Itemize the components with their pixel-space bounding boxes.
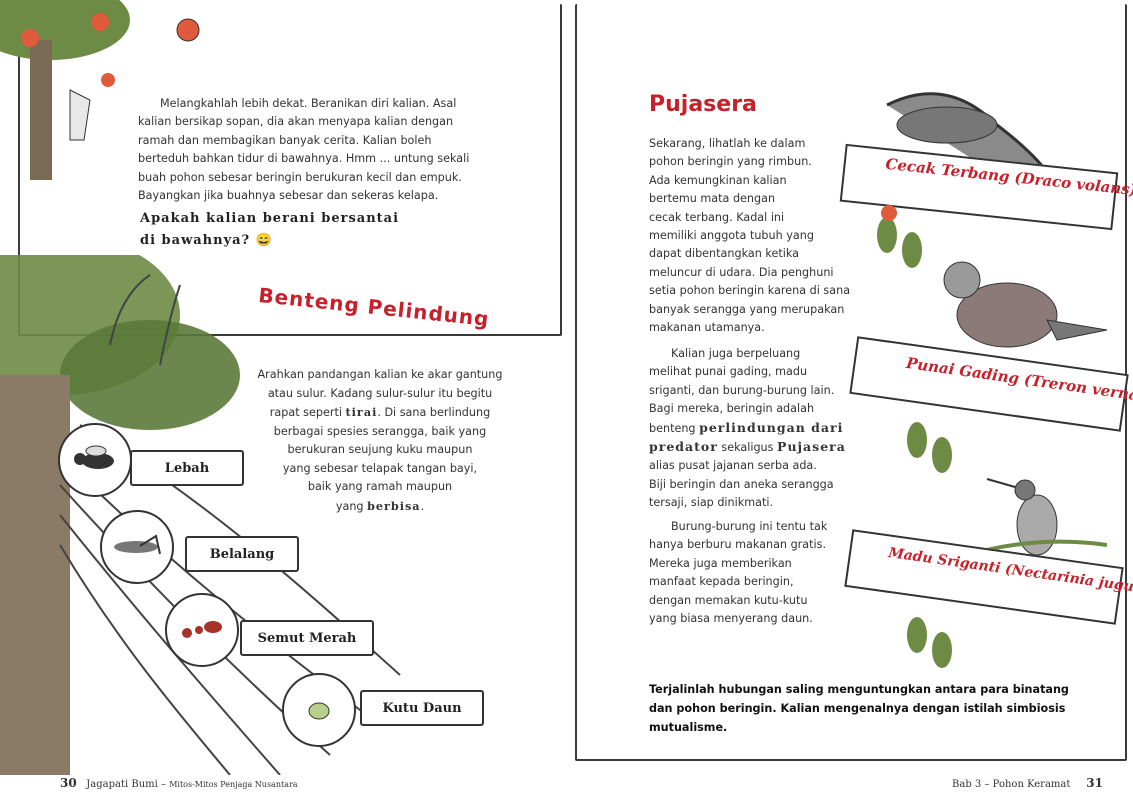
body-line: manfaat kepada beringin, xyxy=(649,575,794,589)
emphasis-berbisa: berbisa xyxy=(367,498,421,513)
body-line: Mereka juga memberikan xyxy=(649,556,792,570)
leaf-branch-icon xyxy=(877,205,922,268)
body-line: yang biasa menyerang daun. xyxy=(649,612,813,626)
question-line-2: di bawahnya? xyxy=(140,233,251,248)
body-line: melihat punai gading, madu xyxy=(649,365,808,379)
grasshopper-circle xyxy=(100,510,174,584)
aphid-icon xyxy=(308,702,330,720)
fruit-icon xyxy=(21,29,39,47)
pujasera-paragraph-1: Sekarang, lihatlah ke dalam pohon bering… xyxy=(649,135,869,337)
conclusion-paragraph: Terjalinlah hubungan saling menguntungka… xyxy=(649,683,1069,734)
emphasis-perlindungan: perlindungan dari xyxy=(699,419,844,435)
fruit-icon xyxy=(176,18,200,42)
body-line: baik yang ramah maupun xyxy=(307,480,453,493)
body-line: pohon beringin yang rimbun. xyxy=(649,155,812,169)
intro-paragraph: Melangkahlah lebih dekat. Beranikan diri… xyxy=(138,95,478,205)
section-heading-pujasera: Pujasera xyxy=(649,92,757,117)
body-line: Arahkan pandangan kalian ke akar gantung xyxy=(257,368,503,381)
left-frame-border xyxy=(18,4,562,336)
smile-emoji-icon: 😄 xyxy=(255,233,273,248)
body-line: banyak serangga yang merupakan xyxy=(649,302,845,316)
body-line: yang sebesar telapak tangan bayi, xyxy=(282,461,478,475)
sunbird-illustration xyxy=(967,478,1107,557)
body-line: tersaji, siap dinikmati. xyxy=(649,496,774,510)
banyan-tree-illustration xyxy=(0,255,401,775)
ant-circle xyxy=(165,593,239,667)
body-line: bertemu mata dengan xyxy=(649,192,776,206)
book-subtitle: Mitos-Mitos Penjaga Nusantara xyxy=(169,780,298,789)
body-line: Burung-burung ini tentu tak xyxy=(671,520,828,533)
body-line: Sekarang, lihatlah ke dalam xyxy=(649,137,806,150)
body-line: Bagi mereka, beringin adalah xyxy=(649,402,815,416)
body-line: sekaligus xyxy=(721,441,774,455)
body-line: . Di sana berlindung xyxy=(377,406,491,419)
label-kutu-daun: Kutu Daun xyxy=(360,690,484,726)
tree-illustration-top xyxy=(0,0,130,180)
body-line: dapat dibentangkan ketika xyxy=(649,247,799,261)
body-line: memiliki anggota tubuh yang xyxy=(649,229,814,243)
page-number: 31 xyxy=(1086,776,1103,790)
body-line: berbagai spesies serangga, baik yang xyxy=(273,424,487,438)
question-text: Apakah kalian berani bersantai di bawahn… xyxy=(140,208,399,252)
question-line-1: Apakah kalian berani bersantai xyxy=(140,211,400,226)
label-semut-merah: Semut Merah xyxy=(240,620,374,656)
body-line: benteng xyxy=(649,421,696,435)
aphid-circle xyxy=(282,673,356,747)
body-line: setia pohon beringin karena di sana xyxy=(649,284,851,298)
page-number: 30 xyxy=(60,776,77,790)
body-line: yang xyxy=(335,499,364,513)
body-line: hanya berburu makanan gratis. xyxy=(649,538,827,552)
body-line: atau sulur. Kadang sulur-sulur itu begit… xyxy=(267,386,493,400)
chapter-title: Bab 3 – Pohon Keramat xyxy=(952,779,1071,790)
emphasis-tirai: tirai xyxy=(345,405,378,419)
left-page: Melangkahlah lebih dekat. Beranikan diri… xyxy=(0,0,566,802)
intro-text: Melangkahlah lebih dekat. Beranikan diri… xyxy=(138,97,470,203)
body-line: alias pusat jajanan serba ada. xyxy=(649,459,817,473)
pujasera-paragraph-3: Burung-burung ini tentu tak hanya berbur… xyxy=(649,518,869,628)
body-line: dengan memakan kutu-kutu xyxy=(649,593,808,607)
grasshopper-icon xyxy=(113,534,161,555)
pigeon-illustration xyxy=(943,261,1108,348)
ant-icon xyxy=(182,621,222,638)
label-lebah: Lebah xyxy=(130,450,244,486)
emphasis-pujasera: Pujasera xyxy=(777,439,846,455)
bee-circle xyxy=(58,423,132,497)
benteng-paragraph: Arahkan pandangan kalian ke akar gantung… xyxy=(240,366,520,516)
body-line: Ada kemungkinan kalian xyxy=(649,173,787,187)
bee-icon xyxy=(74,445,114,469)
left-footer: 30 Jagapati Bumi – Mitos-Mitos Penjaga N… xyxy=(60,776,298,790)
leaf-branch-icon xyxy=(907,422,952,473)
pujasera-paragraph-2: Kalian juga berpeluang melihat punai gad… xyxy=(649,345,869,513)
book-title: Jagapati Bumi – xyxy=(86,779,166,790)
body-line: cecak terbang. Kadal ini xyxy=(649,210,785,224)
leaf-branch-icon xyxy=(907,617,952,668)
body-line: berukuran seujung kuku maupun xyxy=(287,443,473,456)
right-page: Pujasera Sekarang, lihatlah ke dalam poh… xyxy=(567,0,1133,802)
body-line: rapat seperti xyxy=(269,406,342,419)
body-line: sriganti, dan burung-burung lain. xyxy=(649,383,835,397)
right-footer: Bab 3 – Pohon Keramat 31 xyxy=(952,776,1103,790)
body-line: meluncur di udara. Dia penghuni xyxy=(649,265,834,279)
body-line: makanan utamanya. xyxy=(649,321,765,335)
emphasis-predator: predator xyxy=(649,439,718,455)
body-line: Biji beringin dan aneka serangga xyxy=(649,477,834,491)
body-line: . xyxy=(420,499,425,513)
label-belalang: Belalang xyxy=(185,536,299,572)
body-line: Kalian juga berpeluang xyxy=(671,347,801,360)
